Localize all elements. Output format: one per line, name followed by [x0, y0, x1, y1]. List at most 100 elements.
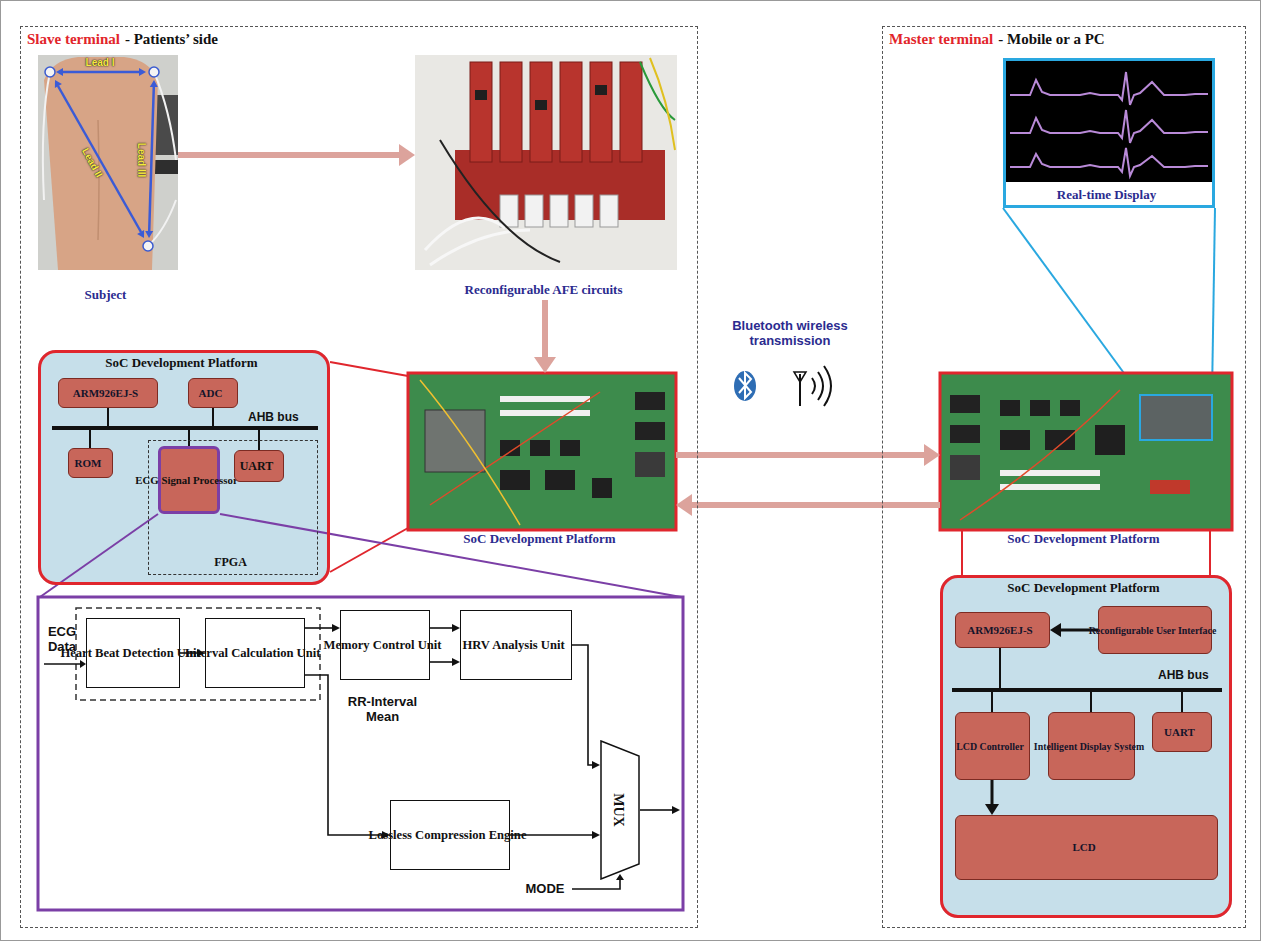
arrowhead [1050, 623, 1061, 637]
photo-background [415, 55, 677, 270]
output-arrow [640, 809, 672, 811]
port [950, 425, 980, 443]
electrode-wire [43, 72, 50, 200]
module-box: ADC [188, 378, 238, 408]
torso [44, 57, 158, 270]
node-text: ROM [75, 457, 102, 470]
lead-arrow [58, 86, 141, 232]
chip [595, 85, 607, 95]
bus-stub [212, 408, 214, 428]
connector-line [676, 452, 924, 458]
node-text: UART [1164, 726, 1195, 739]
connector-line [430, 627, 452, 629]
lead-arrowhead [55, 80, 62, 88]
node-text: Reconfigurable User Interface [1089, 624, 1217, 637]
zoom-line [1212, 208, 1215, 395]
node-text: LCD [1072, 841, 1095, 854]
lead-label: Lead I [86, 57, 115, 69]
process-box: HRV Analysis Unit [460, 610, 572, 680]
ahb-bus [52, 426, 318, 430]
text-label: AHB bus [1158, 668, 1220, 683]
text-label: ECG Data [42, 624, 82, 654]
arrowhead [332, 624, 340, 632]
connector [534, 300, 556, 373]
bus-stub [1090, 690, 1092, 712]
screen [1006, 61, 1212, 182]
chip [1060, 400, 1080, 416]
fpga-region: FPGAECG Signal ProcessorUART [148, 440, 318, 575]
bus-stub [991, 690, 993, 712]
zoom-line [1003, 208, 1140, 395]
node-text: LCD Controller [956, 740, 1024, 753]
pcb-card [470, 62, 492, 162]
node-text: ECG Signal Processor [135, 474, 237, 487]
port [950, 395, 980, 413]
pcb-card [500, 62, 522, 162]
node-text: ARM926EJ-S [73, 387, 138, 400]
zoom-line [961, 530, 963, 575]
wire [430, 392, 600, 505]
connector [525, 195, 543, 227]
terminal-panel: Slave terminal- Patients’ sideSubjectRec… [20, 26, 698, 928]
node-text: UART [240, 460, 274, 473]
node-text: Intelligent Display System [1034, 740, 1144, 753]
block-fill [940, 575, 1232, 918]
chip [545, 470, 575, 490]
connector-line [542, 300, 548, 357]
lead-label: Lead III [135, 143, 147, 177]
wire [960, 390, 1120, 520]
mux-shape [601, 741, 639, 879]
input-arrow [44, 663, 80, 665]
node-text: Lossless Compression Engine [369, 827, 527, 844]
module-box: LCD [955, 815, 1218, 880]
module-box: ECG Signal Processor [158, 446, 220, 514]
connector-line [572, 645, 592, 765]
wire [640, 62, 675, 120]
connector-line [178, 152, 399, 158]
chip [1045, 430, 1075, 450]
module-box: UART [1152, 712, 1212, 752]
lcd-panel [425, 410, 485, 472]
electrode [149, 67, 159, 77]
connector [676, 494, 940, 516]
node-text: ARM926EJ-S [967, 624, 1032, 637]
text-label: AHB bus [248, 410, 318, 425]
node-text: Heart Beat Detection Unit [60, 645, 200, 662]
arrowhead [592, 761, 600, 769]
lead-arrow [149, 87, 154, 231]
torso-shading [98, 120, 99, 240]
antenna [799, 374, 801, 406]
soc-block: SoC Development PlatformARM926EJ-SReconf… [940, 575, 1232, 918]
port [635, 422, 665, 440]
chip [1000, 430, 1030, 450]
connector [676, 444, 940, 466]
port [950, 455, 980, 480]
bus-stub [188, 428, 190, 446]
wire [420, 380, 520, 525]
electrode [143, 241, 153, 251]
lead-arrow [60, 71, 142, 74]
bus-stub [999, 648, 1001, 690]
arrowhead [592, 831, 600, 839]
node-text: SoC Development Platform [463, 531, 615, 546]
chip [592, 478, 612, 498]
node-text: - Mobile or a PC [998, 30, 1104, 48]
select-arrow [572, 880, 620, 889]
connector [572, 645, 600, 769]
photo-figure: Subject [38, 55, 178, 305]
node-text: Master terminal [889, 30, 993, 48]
detail-frame [38, 597, 683, 910]
pcb-card [560, 62, 582, 162]
chip [1030, 400, 1050, 416]
switch-bank [1150, 480, 1190, 494]
connector [575, 195, 593, 227]
connector [430, 624, 460, 632]
chip [530, 440, 550, 456]
process-box: Interval Calculation Unit [205, 618, 305, 688]
photo-figure: SoC Development Platform [940, 373, 1232, 549]
pcb-photo [408, 373, 676, 530]
module-box: Intelligent Display System [1048, 712, 1135, 780]
connector [600, 195, 618, 227]
block-fill [38, 350, 330, 585]
wire [650, 58, 675, 150]
